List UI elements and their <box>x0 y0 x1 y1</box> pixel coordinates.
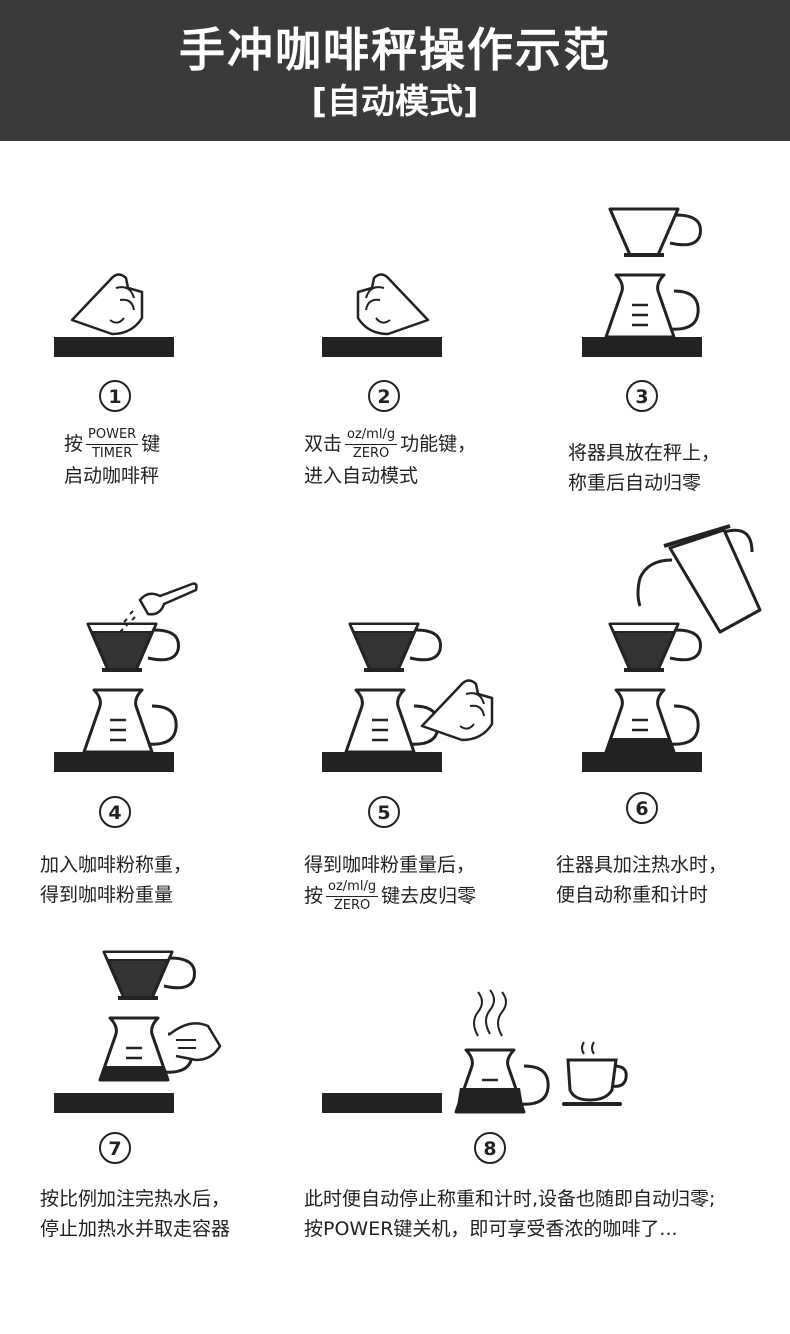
kettle-icon <box>636 524 762 634</box>
hand-press-icon <box>70 273 144 336</box>
step-number: 8 <box>474 1132 506 1164</box>
dripper-icon <box>348 622 443 672</box>
step-8-caption: 此时便自动停止称重和计时,设备也随即自动归零; 按POWER键关机，即可享受香浓… <box>304 1188 716 1240</box>
step-number: 1 <box>99 380 131 412</box>
step-7-illustration <box>54 950 222 1113</box>
step-4-illustration <box>54 582 198 772</box>
step-8-illustration <box>322 989 628 1114</box>
scale-icon <box>582 752 702 772</box>
coffee-scoop-icon <box>119 582 198 633</box>
step-number: 3 <box>626 380 658 412</box>
steam-icon <box>473 989 507 1037</box>
step-1-illustration <box>54 273 174 357</box>
server-icon <box>98 1016 194 1082</box>
dripper-icon <box>102 950 197 1000</box>
server-icon <box>344 688 440 754</box>
step-5-illustration <box>322 622 494 772</box>
hand-press-icon <box>356 273 430 336</box>
server-icon <box>604 273 700 339</box>
scale-icon <box>54 752 174 772</box>
scale-icon <box>322 337 442 357</box>
step-number: 6 <box>626 792 658 824</box>
dripper-icon <box>86 622 181 672</box>
step-6-caption: 往器具加注热水时， 便自动称重和计时 <box>556 854 728 906</box>
scale-icon <box>582 337 702 357</box>
step-number: 7 <box>99 1132 131 1164</box>
scale-icon <box>322 752 442 772</box>
step-3-illustration <box>582 207 703 357</box>
page-title: 手冲咖啡秤操作示范 <box>179 23 611 77</box>
dripper-icon <box>608 622 703 672</box>
server-icon <box>604 688 700 754</box>
page-subtitle: [自动模式] <box>311 82 479 122</box>
step-6-illustration <box>582 524 762 772</box>
server-icon <box>82 688 178 754</box>
step-number: 4 <box>99 796 131 828</box>
step-number: 2 <box>368 380 400 412</box>
step-2-illustration <box>322 273 442 357</box>
page-header: 手冲咖啡秤操作示范 [自动模式] <box>0 0 790 141</box>
step-3-caption: 将器具放在秤上， 称重后自动归零 <box>568 442 721 494</box>
scale-icon <box>54 1093 174 1113</box>
step-number: 5 <box>368 796 400 828</box>
server-icon <box>454 1048 550 1114</box>
coffee-cup-icon <box>562 1041 628 1106</box>
dripper-icon <box>608 207 703 257</box>
step-4-caption: 加入咖啡粉称重， 得到咖啡粉重量 <box>40 854 193 906</box>
hand-grip-icon <box>169 1022 222 1062</box>
scale-icon <box>54 337 174 357</box>
scale-icon <box>322 1093 442 1113</box>
step-7-caption: 按比例加注完热水后， 停止加热水并取走容器 <box>40 1188 231 1240</box>
